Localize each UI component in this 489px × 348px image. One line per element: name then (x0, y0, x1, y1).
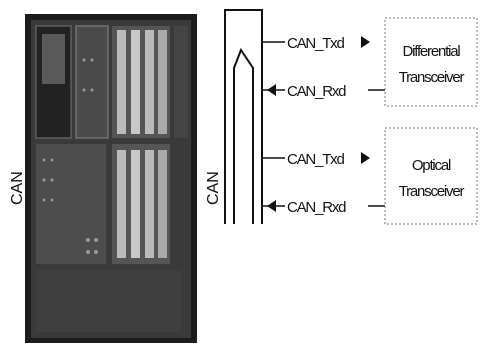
left-can-label: CAN (9, 171, 26, 205)
rx-top-arrow-icon (267, 84, 276, 96)
rack-io-panel (36, 144, 106, 264)
rack-right-module (174, 26, 188, 138)
rack-card-1 (117, 30, 126, 134)
middle-can-label: CAN (205, 171, 222, 205)
rack-card-6 (131, 150, 140, 258)
rack-card-5 (117, 150, 126, 258)
tx-top-label: CAN_Txd (287, 35, 344, 52)
rack-photo (25, 14, 197, 343)
differential-box-line1: Differential (402, 43, 460, 60)
differential-transceiver-box (385, 18, 477, 106)
rack-card-2 (131, 30, 140, 134)
rx-top-label: CAN_Rxd (287, 83, 346, 100)
rx-bottom-label: CAN_Rxd (287, 199, 346, 216)
tx-bottom-label: CAN_Txd (287, 151, 344, 168)
bus-outer-line (225, 10, 262, 224)
can-bus-bracket (225, 10, 262, 224)
rx-bottom-arrow-icon (267, 200, 276, 212)
rack-control-module (76, 26, 108, 138)
tx-top-arrow-icon (361, 36, 370, 48)
optical-transceiver-box (385, 128, 477, 224)
rack-card-3 (145, 30, 154, 134)
rack-card-4 (158, 30, 167, 134)
rack-base-panel (36, 270, 181, 332)
rack-card-8 (158, 150, 167, 258)
tx-bottom-arrow-icon (361, 152, 370, 164)
optical-box-line2: Transceiver (399, 183, 465, 200)
signal-lines (262, 42, 385, 206)
optical-box-line1: Optical (412, 157, 451, 174)
rack-display-screen (42, 34, 65, 84)
differential-box-line2: Transceiver (399, 69, 465, 86)
rack-card-7 (145, 150, 154, 258)
bus-inner-line (234, 50, 253, 224)
